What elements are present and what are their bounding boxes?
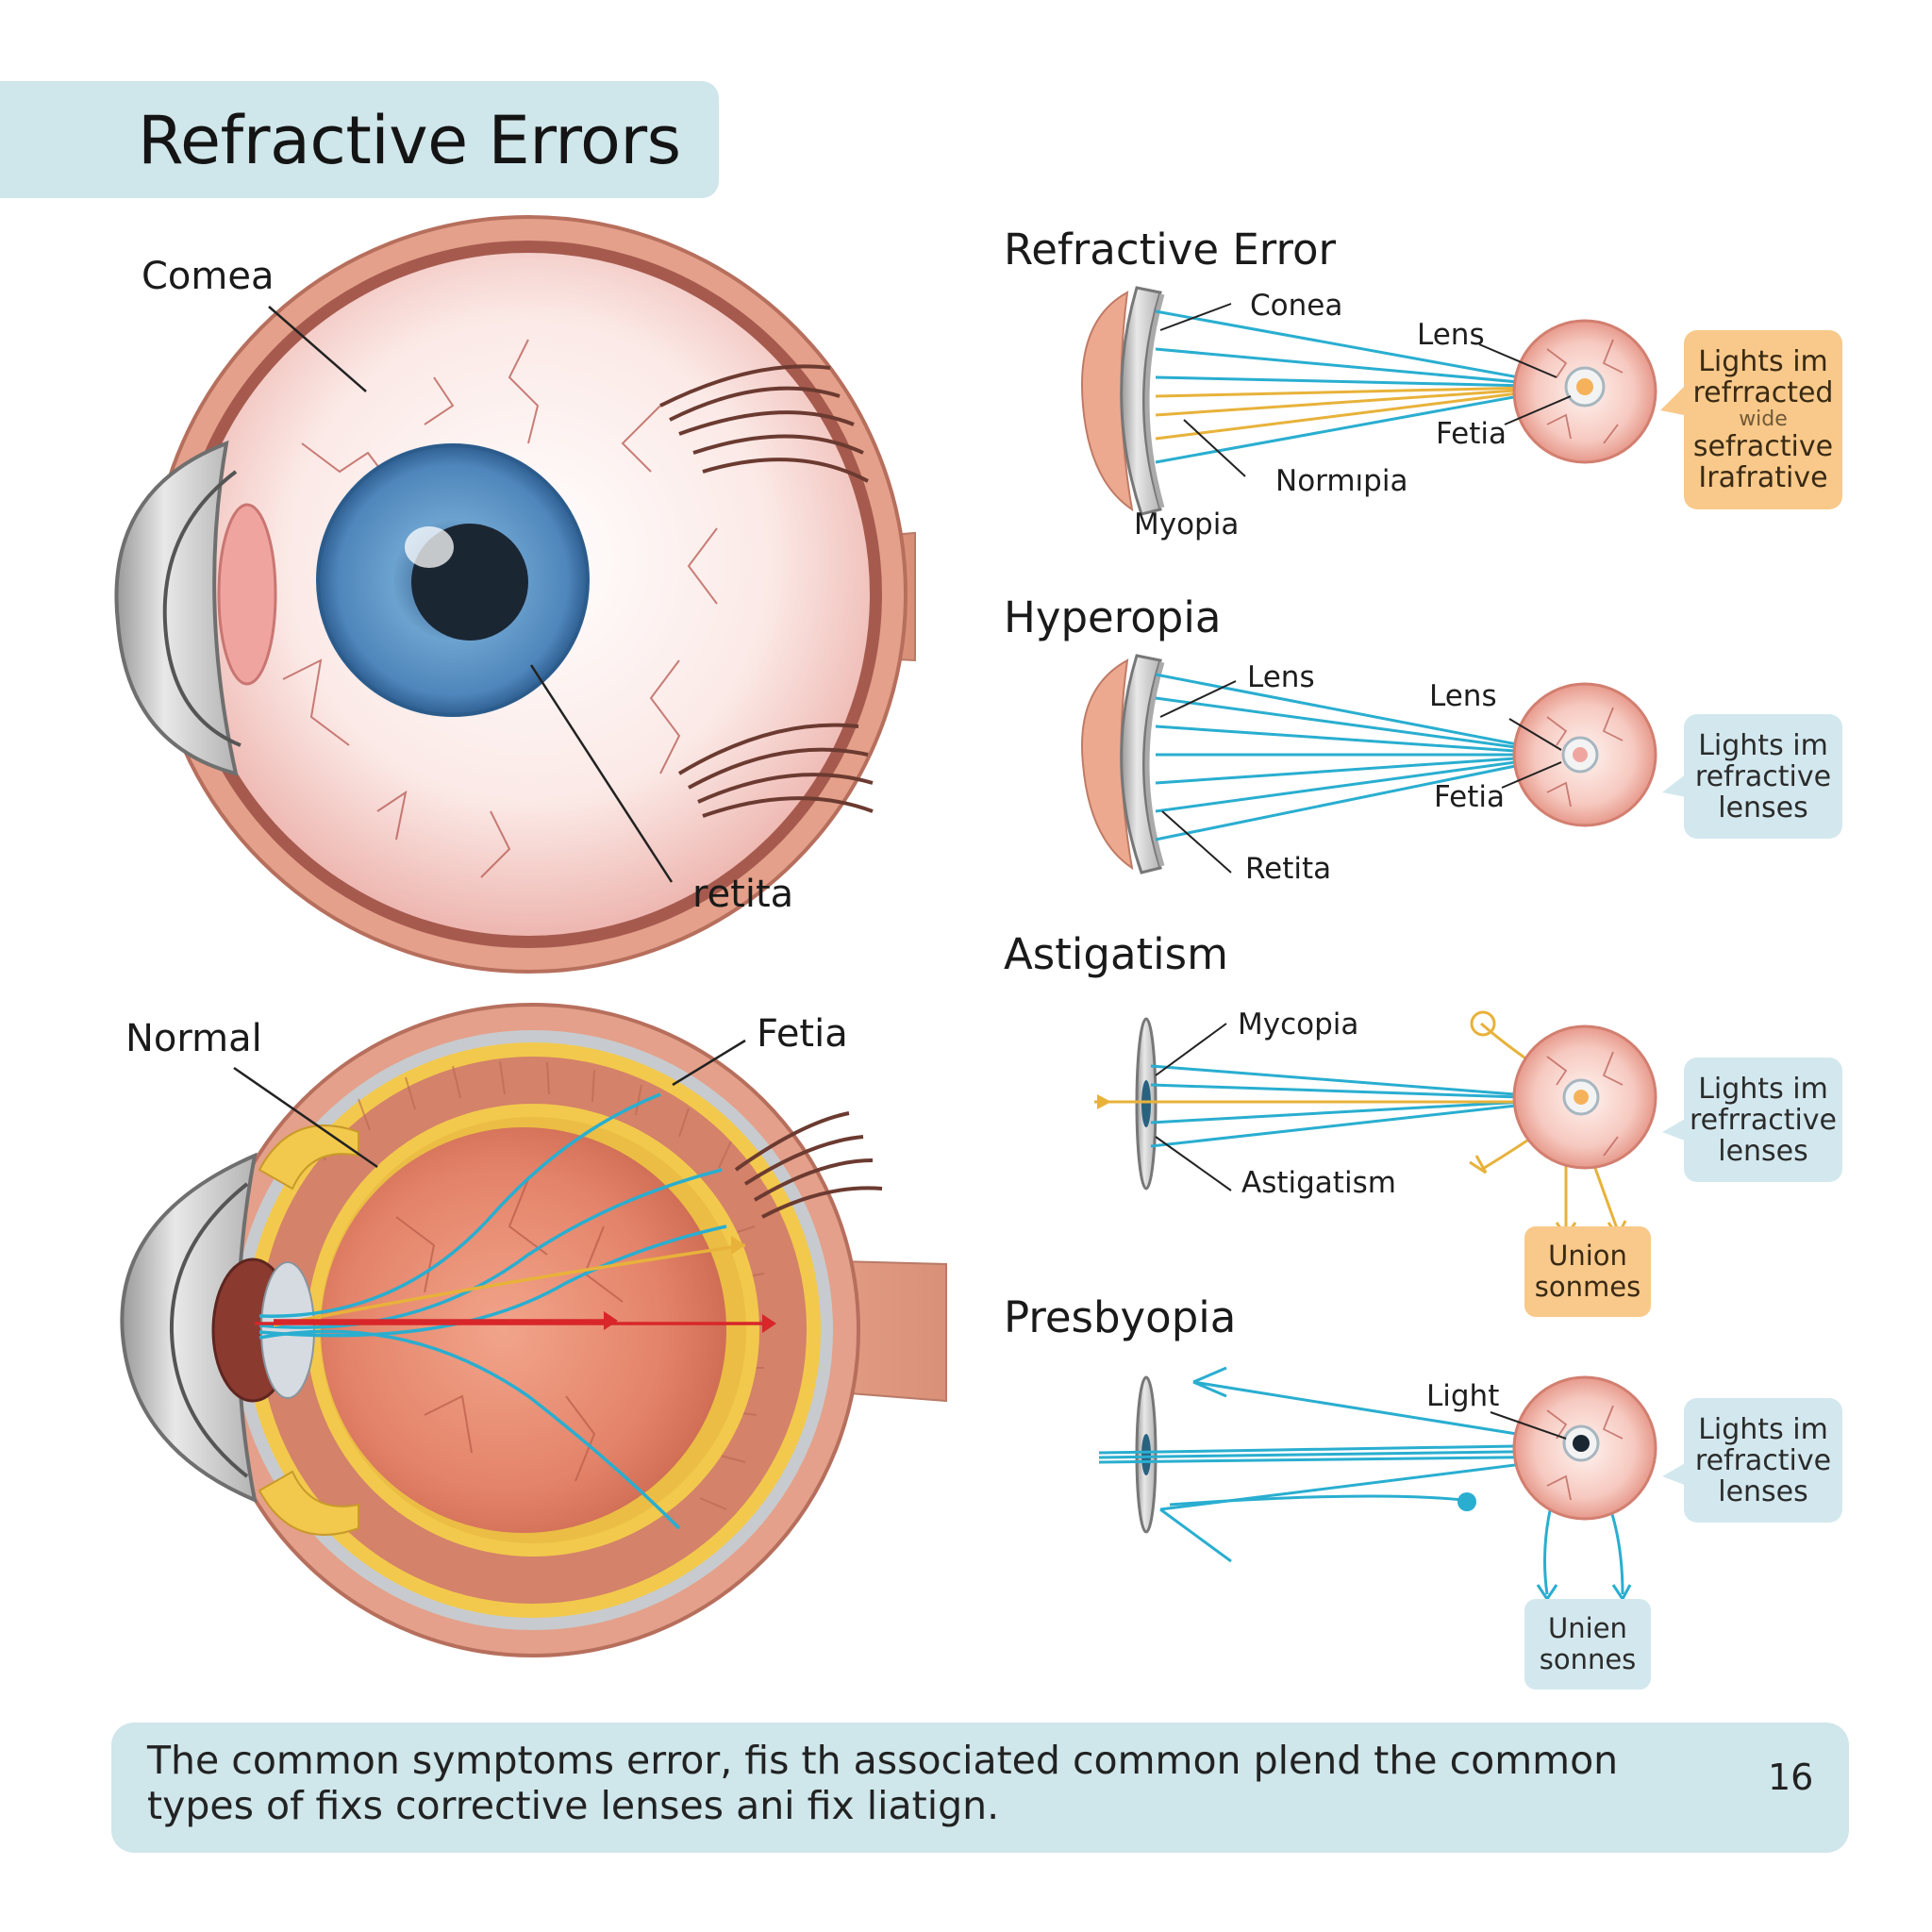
page-title: Refractive Errors	[138, 102, 681, 179]
callout-line: Lights im	[1698, 1412, 1828, 1446]
heading-hyperopia: Hyperopia	[1004, 592, 1222, 642]
label-light: Light	[1426, 1379, 1500, 1413]
label-mycopia: Mycopia	[1238, 1008, 1359, 1041]
callout-line: Lights im	[1698, 1072, 1828, 1106]
heading-presbyopia: Presbyopia	[1004, 1292, 1237, 1342]
light-rays-cross-section	[255, 1092, 774, 1530]
vitreous	[321, 1127, 726, 1533]
callout-line: refrractive	[1689, 1103, 1838, 1137]
label-myopia: Myopia	[1134, 508, 1240, 541]
callout-line: Irafrative	[1698, 461, 1828, 494]
leader-retina	[529, 664, 674, 883]
callout-hyperopia: Lights im refractive lenses	[1684, 714, 1842, 839]
callout-line: lenses	[1718, 1134, 1808, 1168]
callout-line: Lights im	[1698, 345, 1828, 378]
leader-fetia	[672, 1039, 746, 1087]
label-retina: retita	[692, 873, 794, 916]
footer-text: The common symptoms error, fis th associ…	[147, 1738, 1619, 1828]
callout-astigatism: Lights im refrractive lenses	[1684, 1058, 1842, 1182]
label-fetia-2: Fetia	[1434, 780, 1505, 814]
label-cornea: Comea	[142, 255, 275, 298]
section-refractive-error-illustration	[1081, 286, 1684, 516]
callout-line: sefractive	[1692, 430, 1834, 463]
page-number: 16	[1768, 1757, 1814, 1798]
footer-box	[111, 1723, 1849, 1853]
callout-line: lenses	[1718, 791, 1808, 824]
section-hyperopia-illustration	[1081, 654, 1687, 874]
union-box-astigatism: Union sonmes	[1524, 1226, 1651, 1317]
label-normipia: Normıpia	[1275, 464, 1408, 498]
leader-cornea	[268, 306, 367, 392]
eye-cross-section-illustration	[120, 1003, 947, 1657]
callout-presbyopia: Lights im refractive lenses	[1684, 1398, 1842, 1523]
sub-box-line: sonmes	[1534, 1271, 1641, 1303]
sub-box-line: sonnes	[1539, 1643, 1637, 1675]
label-lens: Lens	[1417, 318, 1485, 352]
cornea-cap	[114, 440, 239, 776]
callout-refractive-error: Lights im refrracted wide sefractive Ira…	[1684, 330, 1842, 509]
sub-box-line: Unien	[1548, 1612, 1627, 1644]
label-conea: Conea	[1250, 289, 1343, 323]
callout-line: refractive	[1694, 759, 1832, 793]
callout-line: wide	[1739, 408, 1788, 431]
label-retita: Retita	[1245, 852, 1332, 886]
eyeball-front-illustration	[114, 215, 916, 974]
eyelashes-upper	[659, 364, 869, 483]
heading-astigatism: Astigatism	[1004, 929, 1228, 979]
callout-line: Lights im	[1698, 728, 1828, 762]
label-normal: Normal	[125, 1017, 262, 1060]
lens-shape	[1120, 286, 1162, 516]
title-banner	[0, 81, 719, 198]
callout-line: refractive	[1694, 1443, 1832, 1477]
label-fetia-large: Fetia	[757, 1012, 848, 1056]
label-astigatism: Astigatism	[1241, 1166, 1396, 1200]
callout-line: lenses	[1718, 1474, 1808, 1508]
sub-box-line: Union	[1548, 1240, 1627, 1272]
heading-refractive-error: Refractive Error	[1004, 225, 1337, 275]
section-presbyopia-illustration	[1098, 1366, 1687, 1602]
label-fetia: Fetia	[1436, 417, 1507, 451]
callout-pointer	[1660, 387, 1684, 415]
label-lens-2: Lens	[1429, 679, 1497, 713]
leader-normal	[233, 1066, 378, 1169]
eyelashes-lower	[677, 723, 874, 818]
section-astigatism-illustration	[1094, 1010, 1687, 1239]
label-lens-1: Lens	[1247, 660, 1315, 694]
callout-line: refrracted	[1692, 376, 1834, 409]
union-box-presbyopia: Unien sonnes	[1524, 1599, 1651, 1690]
